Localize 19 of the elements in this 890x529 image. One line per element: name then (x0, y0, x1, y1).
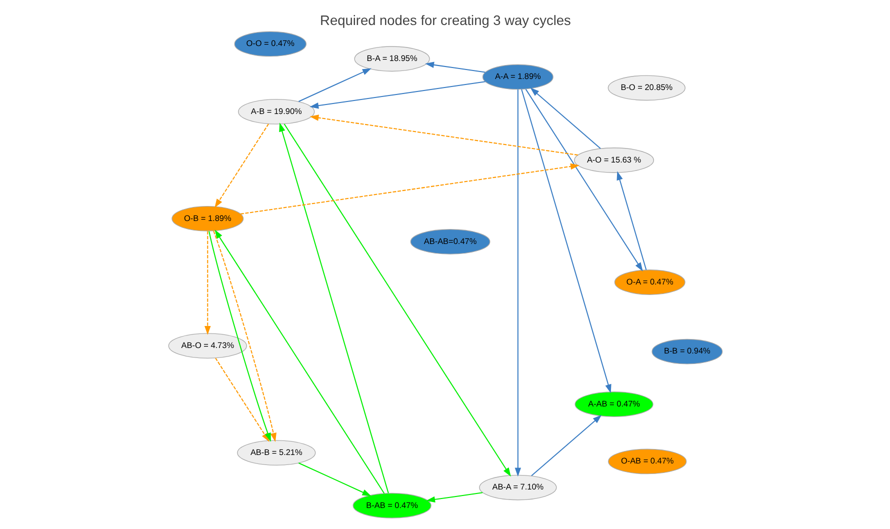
arrow (283, 124, 510, 477)
arrow (240, 163, 579, 214)
arrow (616, 171, 646, 270)
arrow (214, 230, 384, 494)
arrow (298, 462, 371, 496)
arrow (530, 414, 602, 476)
arrow (214, 124, 268, 208)
arrow (298, 68, 371, 102)
arrow (514, 89, 521, 477)
arrow (309, 114, 578, 156)
arrow (426, 492, 482, 503)
diagram-title: Required nodes for creating 3 way cycles (320, 12, 570, 28)
arrow (424, 62, 485, 73)
arrow (524, 88, 642, 272)
arrow (520, 89, 611, 394)
arrow (204, 231, 210, 335)
arrow (278, 122, 388, 494)
arrow (530, 88, 600, 149)
arrow (309, 81, 485, 109)
